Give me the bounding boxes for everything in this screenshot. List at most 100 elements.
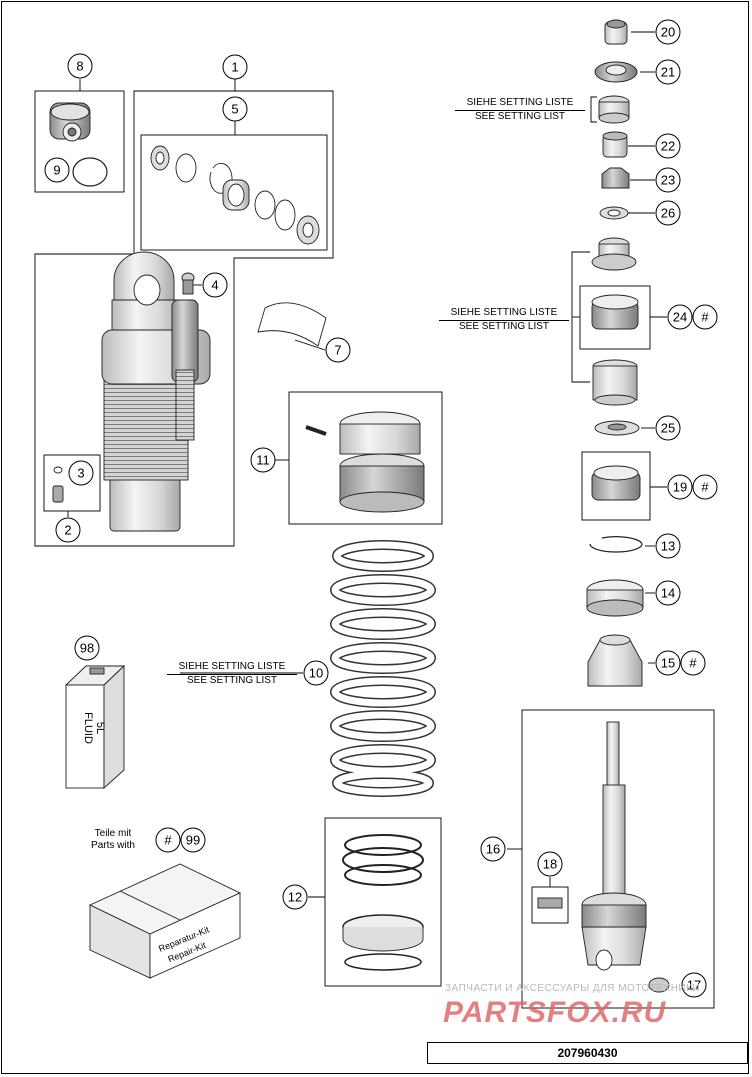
callout-10-number: 10 bbox=[309, 666, 323, 681]
part-2-screw bbox=[52, 485, 64, 503]
callout-19-hash: # bbox=[692, 474, 718, 500]
shock-absorber-body bbox=[101, 251, 211, 532]
callout-12: 12 bbox=[282, 884, 308, 910]
callout-19-circle bbox=[667, 474, 693, 500]
callout-9-number: 9 bbox=[53, 163, 60, 178]
part-25-washer bbox=[594, 420, 640, 436]
part-19-bottom-valve bbox=[591, 465, 641, 501]
callout-22-number: 22 bbox=[661, 139, 675, 154]
callout-14-circle bbox=[655, 580, 681, 606]
callout-10-circle bbox=[303, 660, 329, 686]
callout-18-number: 18 bbox=[543, 857, 557, 872]
part-26-washer bbox=[599, 206, 629, 220]
callout-5-number: 5 bbox=[231, 102, 238, 117]
callout-23: 23 bbox=[655, 167, 681, 193]
callout-4-circle bbox=[202, 272, 228, 298]
part-16-piston-rod bbox=[581, 721, 647, 971]
callout-2-circle bbox=[55, 517, 81, 543]
callout-98: 98 bbox=[74, 635, 100, 661]
callout-26-circle bbox=[655, 200, 681, 226]
part-4-valve bbox=[182, 279, 194, 295]
callout-3-circle bbox=[68, 460, 94, 486]
callout-24-circle bbox=[667, 304, 693, 330]
callout-13: 13 bbox=[655, 533, 681, 559]
callout-3-number: 3 bbox=[77, 466, 84, 481]
callout-16-number: 16 bbox=[486, 842, 500, 857]
part-5-seal-kit bbox=[150, 145, 320, 245]
parts-with-note-en: Parts with bbox=[91, 840, 135, 851]
callout-17-circle bbox=[681, 972, 707, 998]
callout-26-number: 26 bbox=[661, 206, 675, 221]
part-21-washer bbox=[594, 61, 638, 83]
callout-7-number: 7 bbox=[334, 343, 341, 358]
callout-25-number: 25 bbox=[661, 421, 675, 436]
callout-19-hash-circle bbox=[692, 474, 718, 500]
setting-note-spring-en: SEE SETTING LIST bbox=[186, 675, 278, 686]
shim-stack-middle-top bbox=[591, 237, 637, 271]
callout-1: 1 bbox=[222, 54, 248, 80]
callout-22: 22 bbox=[655, 133, 681, 159]
setting-note-middle-en: SEE SETTING LIST bbox=[458, 321, 550, 332]
callout-15-number: 15 bbox=[661, 656, 675, 671]
callout-15: 15 bbox=[655, 650, 681, 676]
callout-19-number: 19 bbox=[673, 480, 687, 495]
callout-2: 2 bbox=[55, 517, 81, 543]
callout-5-circle bbox=[222, 96, 248, 122]
callout-12-circle bbox=[282, 884, 308, 910]
callout-11-number: 11 bbox=[256, 453, 270, 468]
callout-13-circle bbox=[655, 533, 681, 559]
shim-stack-top bbox=[598, 95, 630, 124]
part-17-bushing bbox=[648, 977, 670, 993]
part-11-adjuster-nut bbox=[305, 411, 425, 513]
callout-17-number: 17 bbox=[687, 978, 701, 993]
callout-21-circle bbox=[655, 59, 681, 85]
callout-26: 26 bbox=[655, 200, 681, 226]
callout-8-number: 8 bbox=[76, 59, 83, 74]
callout-14: 14 bbox=[655, 580, 681, 606]
part-18-valve bbox=[537, 897, 563, 909]
callout-98-circle bbox=[74, 635, 100, 661]
callout-18: 18 bbox=[537, 851, 563, 877]
callout-25: 25 bbox=[655, 415, 681, 441]
callout-2-number: 2 bbox=[64, 523, 71, 538]
callout-99-circle bbox=[180, 827, 206, 853]
callout-13-number: 13 bbox=[661, 539, 675, 554]
callout-99-number: 99 bbox=[186, 833, 200, 848]
drawing-number: 207960430 bbox=[427, 1042, 748, 1064]
callout-15-hash-number: # bbox=[689, 656, 697, 671]
part-7-protection-foil bbox=[257, 302, 327, 347]
callout-8: 8 bbox=[67, 53, 93, 79]
callout-7-circle bbox=[325, 337, 351, 363]
callout-18-circle bbox=[537, 851, 563, 877]
callout-99: 99 bbox=[180, 827, 206, 853]
callout-9: 9 bbox=[44, 157, 70, 183]
callout-16: 16 bbox=[480, 836, 506, 862]
parts-with-note-de: Teile mit bbox=[94, 828, 132, 839]
callout-14-number: 14 bbox=[661, 586, 675, 601]
setting-note-top-de: SIEHE SETTING LISTE bbox=[455, 97, 585, 111]
part-22-bushing bbox=[602, 131, 628, 158]
callout-20-circle bbox=[655, 19, 681, 45]
callout-24-hash: # bbox=[692, 304, 718, 330]
part-10-spring-highlight bbox=[331, 541, 435, 796]
callout-99-hash-circle bbox=[155, 827, 181, 853]
callout-1-circle bbox=[222, 54, 248, 80]
part-20-nut bbox=[604, 19, 628, 45]
watermark-text: ЗАПЧАСТИ И АКСЕССУАРЫ ДЛЯ МОТОТЕХНИКИ bbox=[445, 983, 701, 994]
fluid-can-label: FLUID bbox=[82, 712, 94, 744]
part-3-washer bbox=[53, 466, 63, 474]
callout-25-circle bbox=[655, 415, 681, 441]
setting-note-top: SIEHE SETTING LISTE SEE SETTING LIST bbox=[455, 97, 585, 123]
watermark-logo: PARTSFOX.RU bbox=[443, 996, 667, 1029]
callout-23-number: 23 bbox=[661, 173, 675, 188]
callout-8-circle bbox=[67, 53, 93, 79]
callout-21: 21 bbox=[655, 59, 681, 85]
callout-99-hash: # bbox=[155, 827, 181, 853]
part-15-bump-rubber bbox=[587, 634, 643, 687]
callout-5: 5 bbox=[222, 96, 248, 122]
callout-10: 10 bbox=[303, 660, 329, 686]
setting-note-top-en: SEE SETTING LIST bbox=[474, 111, 566, 122]
callout-98-number: 98 bbox=[80, 641, 94, 656]
